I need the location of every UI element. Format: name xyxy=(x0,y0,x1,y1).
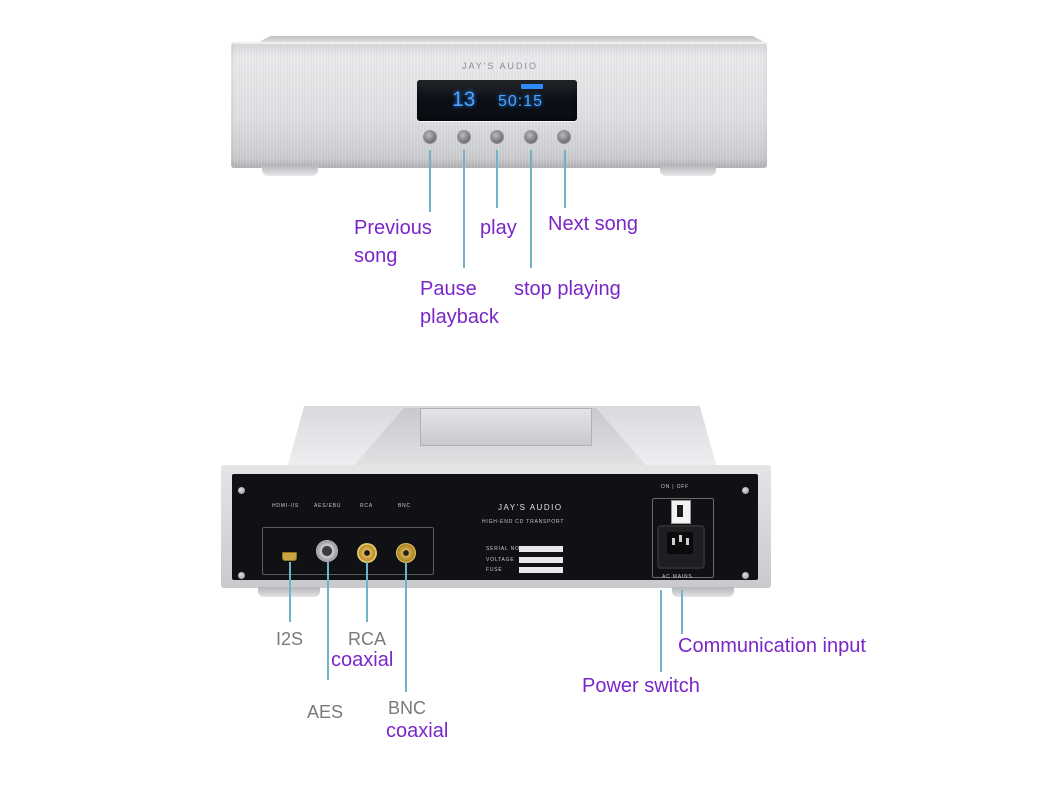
leader-stop xyxy=(530,150,532,268)
play-button[interactable] xyxy=(491,131,503,143)
ac-pin xyxy=(672,538,675,545)
switch-label: ON | OFF xyxy=(661,484,689,490)
callout-bnc-coaxial: coaxial xyxy=(386,720,449,742)
bnc-coaxial-port[interactable] xyxy=(396,543,416,563)
voltage-plate xyxy=(519,557,563,563)
plate-label-serial: SERIAL NO. xyxy=(486,546,522,552)
screw-icon xyxy=(238,572,245,579)
previous-song-button[interactable] xyxy=(424,131,436,143)
stop-button[interactable] xyxy=(525,131,537,143)
front-foot-right xyxy=(660,166,716,176)
next-song-button[interactable] xyxy=(558,131,570,143)
port-label-rca: RCA xyxy=(360,503,373,509)
leader-rca xyxy=(366,562,368,622)
pause-button[interactable] xyxy=(458,131,470,143)
front-foot-left xyxy=(262,166,318,176)
callout-power-switch: Power switch xyxy=(582,675,700,697)
callout-aes: AES xyxy=(307,702,344,722)
callout-rca-coaxial: coaxial xyxy=(331,649,394,671)
display-track-number: 13 xyxy=(452,88,476,111)
ac-inlet-socket xyxy=(667,532,693,554)
ac-pin xyxy=(686,538,689,545)
leader-bnc xyxy=(405,562,407,692)
port-label-aes: AES/EBU xyxy=(314,503,342,509)
power-module-outline xyxy=(652,498,714,578)
serial-plate xyxy=(519,546,563,552)
rca-coaxial-port[interactable] xyxy=(357,543,377,563)
port-label-hdmi: HDMI-IIS xyxy=(272,503,299,509)
aes-xlr-port[interactable] xyxy=(316,540,338,562)
mains-label: AC MAINS xyxy=(662,574,693,580)
leader-next xyxy=(564,150,566,208)
callout-bnc: BNC xyxy=(388,698,427,718)
port-label-bnc: BNC xyxy=(398,503,411,509)
callout-stop-playing: stop playing xyxy=(514,278,621,300)
callout-rca: RCA xyxy=(348,629,387,649)
leader-power-switch xyxy=(660,590,662,672)
rear-brand-label: JAY'S AUDIO xyxy=(498,503,563,512)
rear-hatch-lid xyxy=(420,408,592,446)
front-unit-top xyxy=(255,36,768,44)
leader-aes xyxy=(327,562,329,680)
leader-i2s xyxy=(289,562,291,622)
rear-subtitle: HIGH-END CD TRANSPORT xyxy=(482,519,565,525)
front-unit-body xyxy=(231,42,767,168)
plate-label-voltage: VOLTAGE xyxy=(486,557,515,563)
hdmi-i2s-port[interactable] xyxy=(282,552,297,561)
callout-communication-input: Communication input xyxy=(678,635,866,657)
screw-icon xyxy=(742,572,749,579)
front-brand-label: JAY'S AUDIO xyxy=(461,61,539,71)
rear-foot-right xyxy=(672,587,734,597)
callout-i2s: I2S xyxy=(276,629,304,649)
leader-pause xyxy=(463,150,465,268)
leader-communication-input xyxy=(681,590,683,634)
ac-pin xyxy=(679,535,682,542)
power-rocker-switch[interactable] xyxy=(671,500,691,524)
callout-play: play xyxy=(480,217,517,239)
callout-pause-playback: Pause playback xyxy=(420,278,499,328)
leader-play xyxy=(496,150,498,208)
leader-previous xyxy=(429,150,431,212)
screw-icon xyxy=(742,487,749,494)
display-indicator xyxy=(521,84,543,89)
screw-icon xyxy=(238,487,245,494)
front-display xyxy=(417,80,577,121)
io-port-group xyxy=(262,527,434,575)
plate-label-fuse: FUSE xyxy=(486,567,503,573)
callout-next-song: Next song xyxy=(548,213,639,235)
fuse-plate xyxy=(519,567,563,573)
display-time: 50:15 xyxy=(498,93,544,110)
callout-previous-song: Previous song xyxy=(354,217,432,267)
